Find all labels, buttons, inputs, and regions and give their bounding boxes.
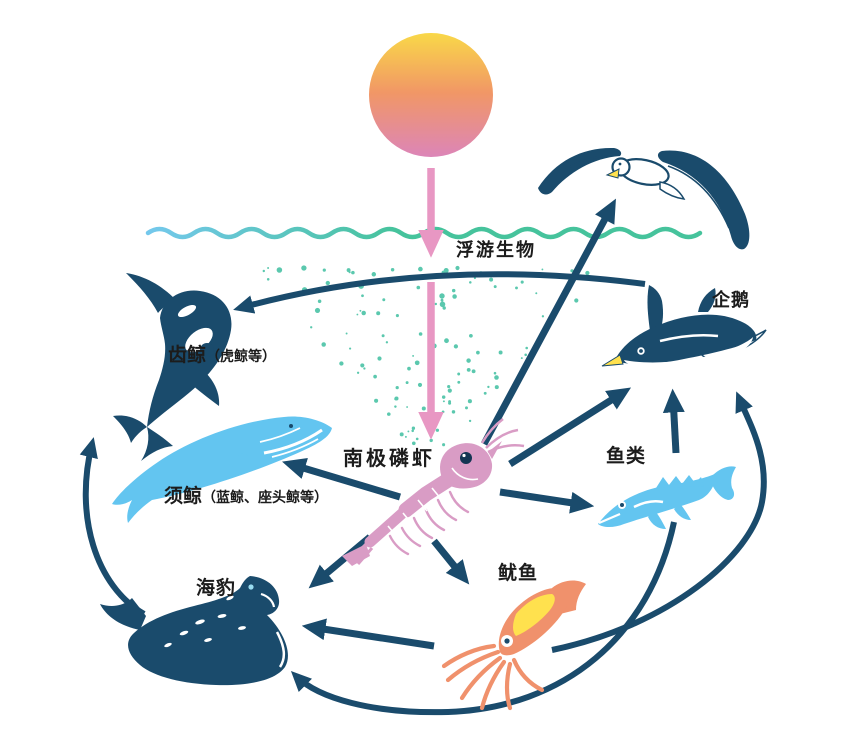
arrow-seal-to-toothed-whale	[79, 437, 146, 617]
seal-eye	[248, 584, 254, 590]
label-seal: 海豹	[196, 578, 237, 599]
squid-illustration	[441, 580, 586, 711]
label-baleen-whale-main: 须鲸	[164, 486, 203, 507]
arrow-krill-to-baleen-whale	[282, 457, 402, 501]
fish-eye	[620, 503, 624, 507]
label-penguin: 企鹅	[712, 290, 750, 310]
arrow-squid-to-seal	[301, 618, 435, 650]
penguin-illustration	[601, 285, 767, 367]
orca-belly-patch	[185, 327, 213, 353]
arrow-penguin-to-toothed-whale	[233, 271, 646, 314]
label-toothed-whale-note: （虎鲸等）	[206, 347, 277, 364]
arrow-krill-to-seabird	[480, 198, 616, 446]
seabird-eye	[618, 162, 622, 166]
arrow-krill-to-squid	[431, 538, 470, 585]
label-baleen-whale-note: （蓝鲸、座头鲸等）	[202, 488, 329, 505]
arrow-fish-to-penguin	[662, 388, 685, 454]
label-krill: 南极磷虾	[343, 448, 435, 470]
label-squid: 鱿鱼	[498, 563, 539, 584]
water-surface-line	[145, 226, 703, 240]
label-toothed-whale-main: 齿鲸	[168, 345, 207, 366]
penguin-eye	[637, 347, 645, 355]
sun-illustration	[369, 33, 493, 157]
arrow-krill-to-seal	[308, 534, 373, 589]
orca-illustration	[113, 273, 232, 461]
krill-eye	[460, 452, 472, 464]
penguin-beak	[601, 354, 624, 367]
baleen-whale-illustration	[112, 416, 332, 523]
orca-eye-patch	[177, 305, 197, 317]
fish-illustration	[598, 466, 736, 529]
label-fish: 鱼类	[606, 446, 647, 467]
arrow-krill-to-fish	[499, 488, 595, 514]
label-plankton: 浮游生物	[456, 240, 536, 260]
krill-illustration	[342, 418, 525, 566]
seal-illustration	[100, 576, 288, 686]
seabird-illustration	[538, 147, 750, 250]
squid-eye	[504, 638, 510, 644]
arrow-krill-to-penguin	[508, 387, 632, 467]
label-toothed-whale: 齿鲸（虎鲸等）	[168, 346, 276, 365]
arrow-squid-to-penguin	[551, 391, 767, 653]
baleen-whale-eye	[289, 424, 293, 428]
seabird-beak	[605, 168, 620, 179]
label-baleen-whale: 须鲸（蓝鲸、座头鲸等）	[164, 487, 328, 506]
